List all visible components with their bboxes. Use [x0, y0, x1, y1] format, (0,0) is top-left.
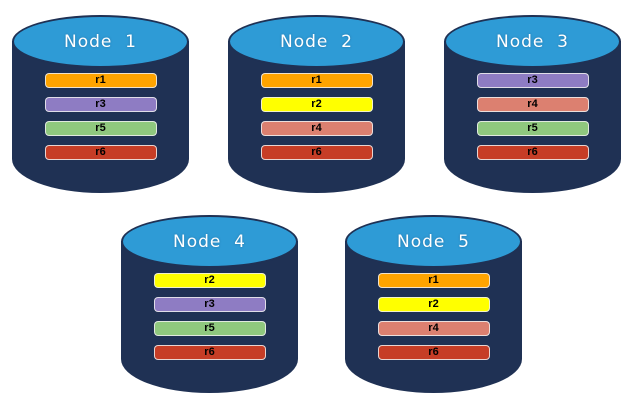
node-2-top-ellipse: Node 2 — [228, 15, 405, 68]
node-2-label: Node 2 — [280, 31, 353, 52]
replica-bar: r5 — [44, 121, 157, 136]
replica-label: r2 — [311, 98, 322, 110]
replica-bar: r6 — [44, 145, 157, 160]
replica-label: r3 — [527, 74, 538, 86]
replica-bar: r6 — [476, 145, 589, 160]
replica-label: r3 — [204, 298, 215, 310]
replica-label: r1 — [311, 74, 322, 86]
node-2-cylinder: Node 2 r1 r2 r4 r6 — [228, 15, 405, 193]
replica-bar: r6 — [377, 345, 490, 360]
replica-bar: r6 — [260, 145, 373, 160]
replica-label: r6 — [527, 146, 538, 158]
replica-bar: r4 — [260, 121, 373, 136]
replica-bar: r2 — [377, 297, 490, 312]
replica-label: r5 — [527, 122, 538, 134]
node-1-replica-list: r1 r3 r5 r6 — [12, 73, 189, 160]
replica-bar: r6 — [153, 345, 266, 360]
replica-label: r6 — [311, 146, 322, 158]
node-3-top-ellipse: Node 3 — [444, 15, 621, 68]
replica-bar: r3 — [153, 297, 266, 312]
node-4-replica-list: r2 r3 r5 r6 — [121, 273, 298, 360]
replica-bar: r4 — [377, 321, 490, 336]
replica-bar: r3 — [476, 73, 589, 88]
replica-label: r4 — [527, 98, 538, 110]
replica-label: r6 — [204, 346, 215, 358]
node-5-replica-list: r1 r2 r4 r6 — [345, 273, 522, 360]
node-3-label: Node 3 — [496, 31, 569, 52]
replica-label: r5 — [204, 322, 215, 334]
node-3-replica-list: r3 r4 r5 r6 — [444, 73, 621, 160]
replica-label: r3 — [95, 98, 106, 110]
replica-bar: r2 — [260, 97, 373, 112]
node-4-cylinder: Node 4 r2 r3 r5 r6 — [121, 215, 298, 393]
node-4-top-ellipse: Node 4 — [121, 215, 298, 268]
replica-label: r1 — [428, 274, 439, 286]
replica-label: r2 — [204, 274, 215, 286]
replica-label: r2 — [428, 298, 439, 310]
node-5-top-ellipse: Node 5 — [345, 215, 522, 268]
node-1-top-ellipse: Node 1 — [12, 15, 189, 68]
replica-bar: r1 — [377, 273, 490, 288]
replica-bar: r4 — [476, 97, 589, 112]
replica-label: r1 — [95, 74, 106, 86]
replica-label: r4 — [428, 322, 439, 334]
replica-label: r4 — [311, 122, 322, 134]
replica-bar: r1 — [44, 73, 157, 88]
node-5-cylinder: Node 5 r1 r2 r4 r6 — [345, 215, 522, 393]
node-3-cylinder: Node 3 r3 r4 r5 r6 — [444, 15, 621, 193]
replica-bar: r5 — [476, 121, 589, 136]
replica-label: r6 — [95, 146, 106, 158]
replica-label: r5 — [95, 122, 106, 134]
replica-bar: r3 — [44, 97, 157, 112]
replica-label: r6 — [428, 346, 439, 358]
node-2-replica-list: r1 r2 r4 r6 — [228, 73, 405, 160]
node-1-cylinder: Node 1 r1 r3 r5 r6 — [12, 15, 189, 193]
replica-bar: r1 — [260, 73, 373, 88]
node-1-label: Node 1 — [64, 31, 137, 52]
node-5-label: Node 5 — [397, 231, 470, 252]
replica-bar: r2 — [153, 273, 266, 288]
replica-bar: r5 — [153, 321, 266, 336]
node-4-label: Node 4 — [173, 231, 246, 252]
